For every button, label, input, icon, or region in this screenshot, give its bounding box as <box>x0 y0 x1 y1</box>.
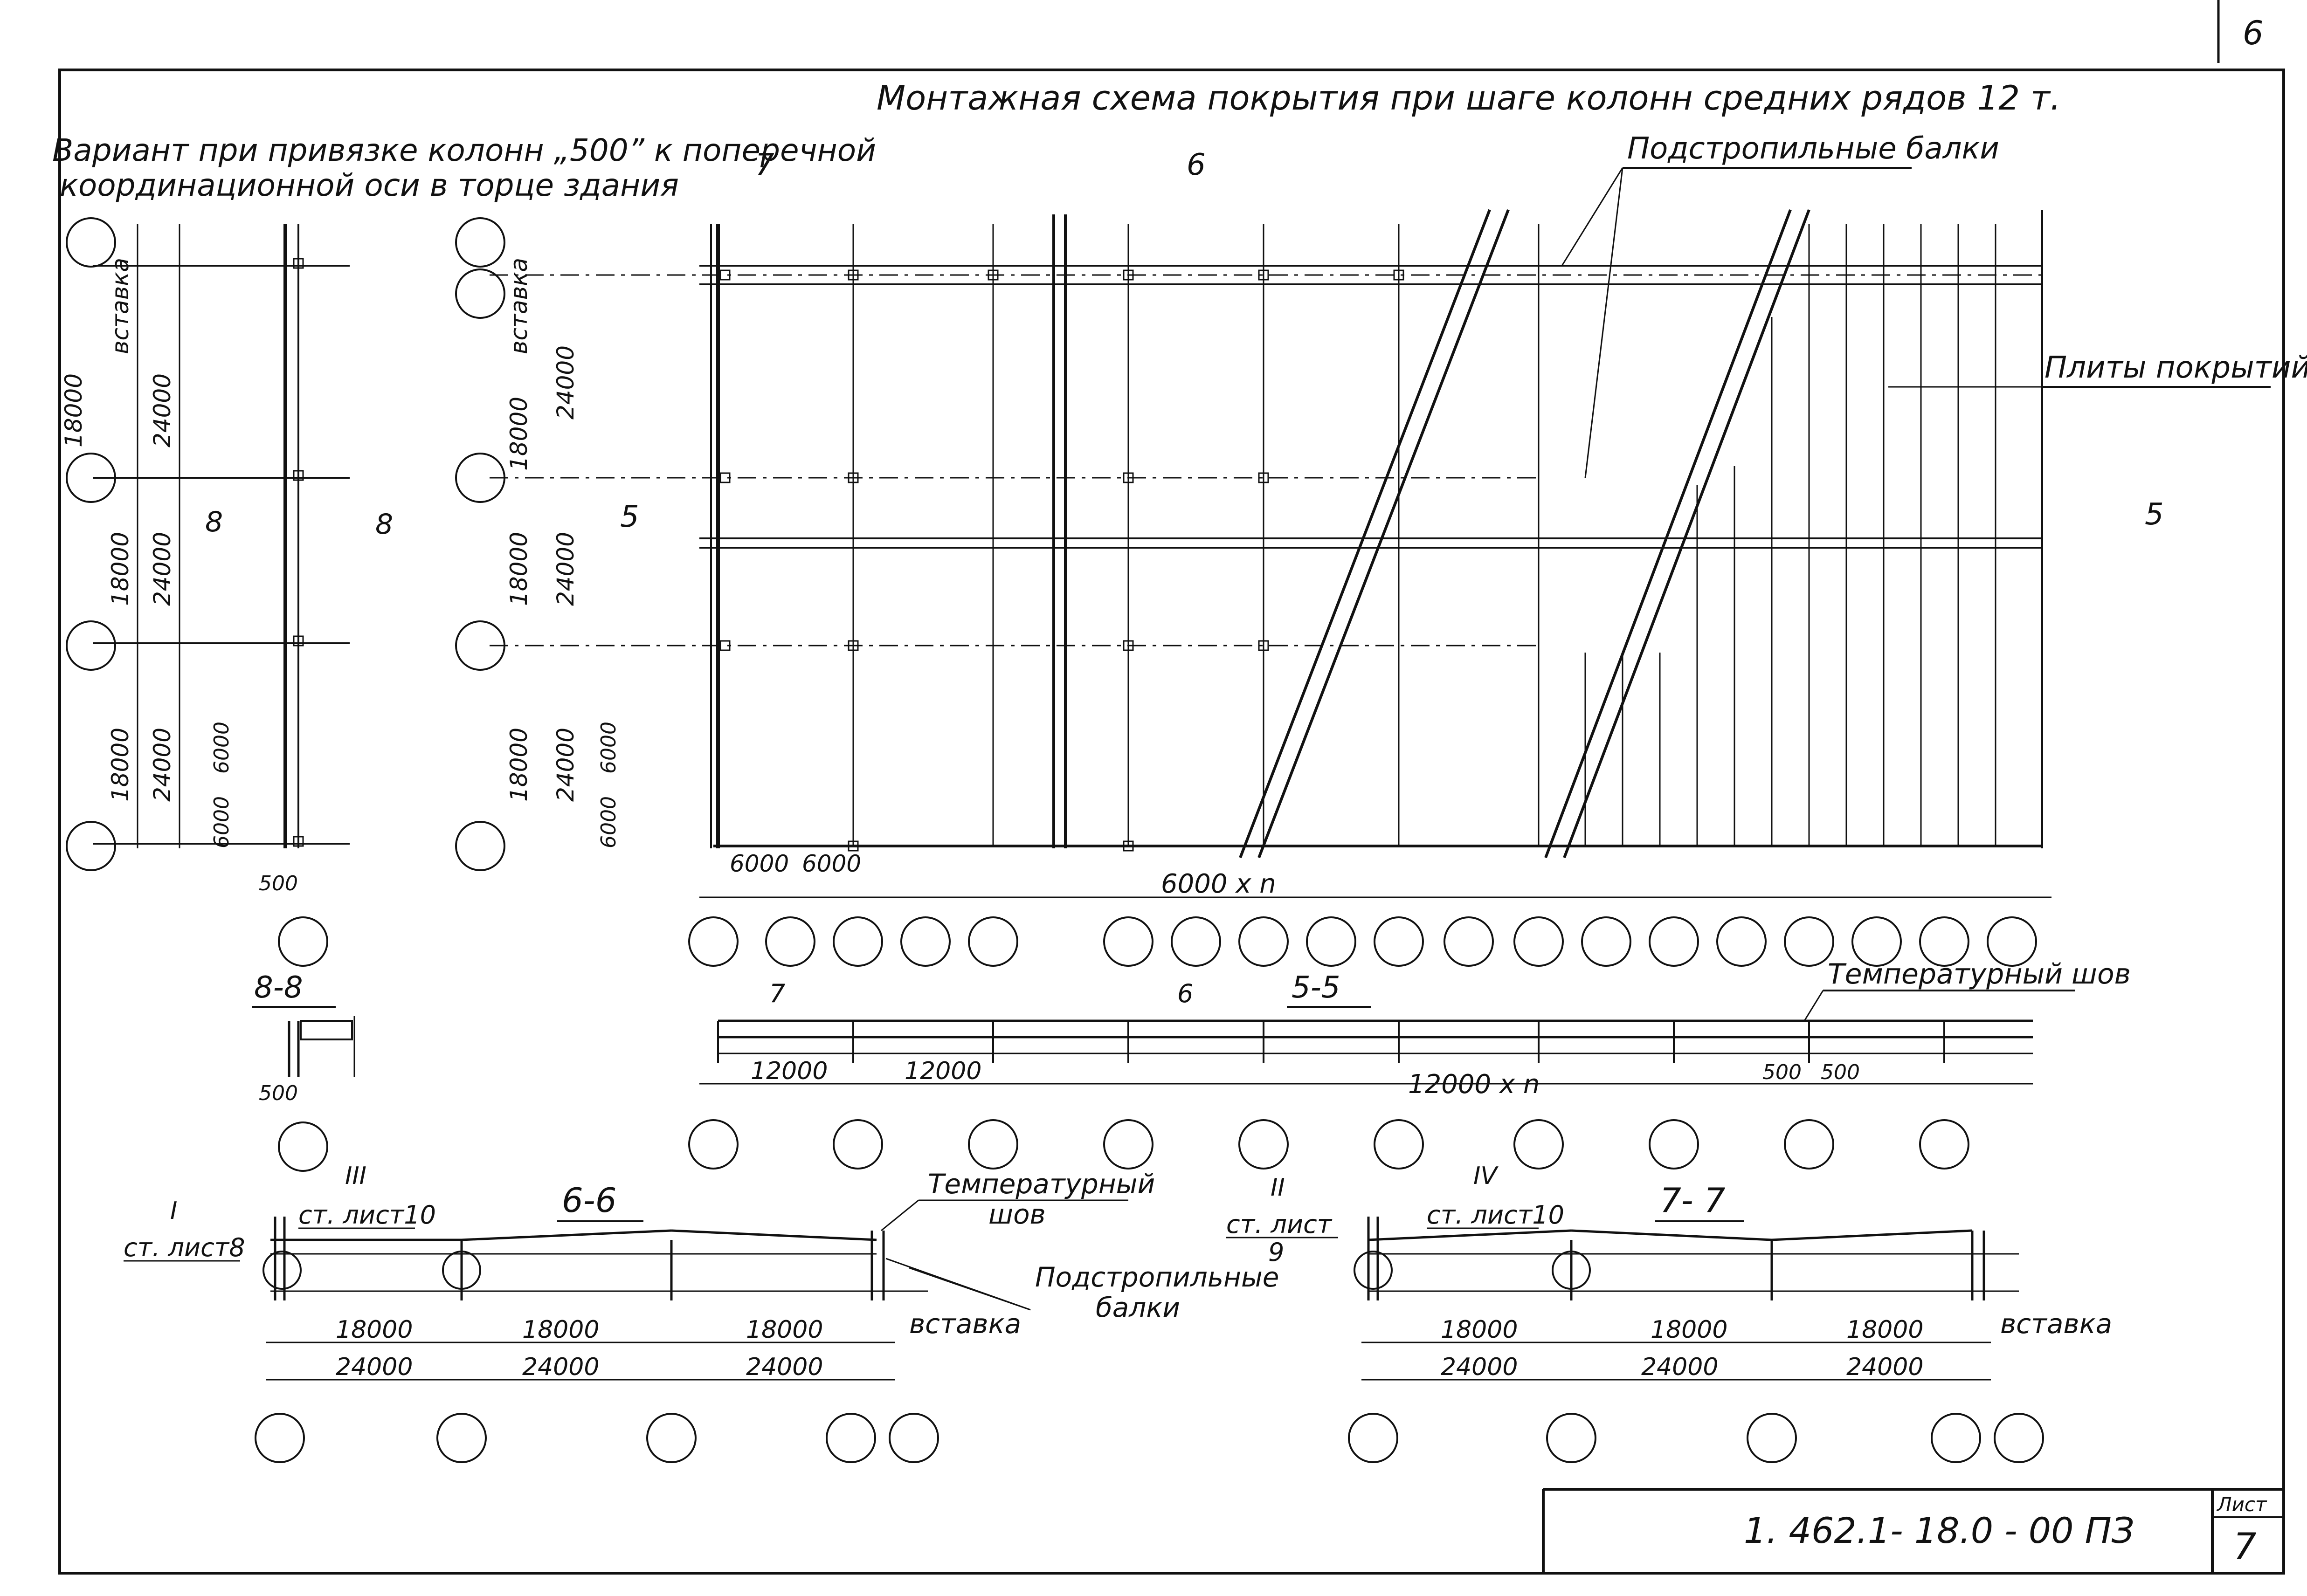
dim-24000-mid-2: 24000 <box>552 532 579 606</box>
axis-bubbles-left <box>66 217 328 967</box>
beams-label: Подстропильные балки <box>1627 131 1999 166</box>
dim-18000-77-b: 18000 <box>1651 1316 1727 1344</box>
dim-18000-66-b: 18000 <box>522 1316 599 1344</box>
sheet-mark-I: I <box>170 1197 177 1225</box>
beams-leader-1 <box>1561 167 1623 266</box>
section-mark-8-right: 8 <box>375 508 393 541</box>
dim-24000-left-3: 24000 <box>149 728 176 802</box>
sheet-mark-III: III <box>345 1162 366 1190</box>
expansion-joint-6-6: Температурный <box>928 1168 1155 1200</box>
dim-500-left: 500 <box>259 872 298 895</box>
drawing-title: Монтажная схема покрытия при шаге колонн… <box>877 78 2061 117</box>
section-6-6-title: 6-6 <box>562 1181 617 1220</box>
expansion-joint-label: Температурный шов <box>1828 958 2131 991</box>
section-mark-5-left: 5 <box>620 500 639 534</box>
axis-bubble-88 <box>278 1121 328 1172</box>
section-mark-7-mid: 7 <box>769 979 785 1008</box>
dim-vstavka-mid: вставка <box>505 258 532 354</box>
st-list8: ст. лист8 <box>124 1233 245 1262</box>
dim-24000-left-1: 24000 <box>149 373 176 447</box>
sheet-label: Лист <box>2216 1493 2267 1516</box>
dim-18000-77-a: 18000 <box>1441 1316 1518 1344</box>
dim-18000-left-1: 18000 <box>60 373 87 447</box>
dim-6000-mid-a: 6000 <box>597 796 621 848</box>
section-5-5-profile <box>717 1019 2033 1063</box>
axis-bubbles-66 <box>255 1413 939 1463</box>
dim-18000-66-a: 18000 <box>336 1316 413 1344</box>
variant-note-line2: координационной оси в торце здания <box>60 167 679 203</box>
variant-plan-left <box>93 224 350 848</box>
beams-6-6: Подстропильные <box>1035 1261 1279 1293</box>
dim-500-55-a: 500 <box>1762 1060 1802 1084</box>
main-plan <box>490 209 2043 859</box>
drawing-code: 1. 462.1- 18.0 - 00 ПЗ <box>1744 1510 2134 1551</box>
dim-24000-77-b: 24000 <box>1641 1353 1718 1381</box>
sheet-frame <box>58 69 2285 1575</box>
title-block <box>1542 1488 2284 1573</box>
section-6-6-profile <box>262 1217 928 1300</box>
dim-18000-77-c: 18000 <box>1846 1316 1923 1344</box>
dim-6000-left-a: 6000 <box>210 796 234 848</box>
dim-12000-a: 12000 <box>751 1057 828 1085</box>
axis-bubbles-77 <box>1348 1413 2044 1463</box>
section-7-7-title: 7- 7 <box>1660 1181 1726 1220</box>
axis-bubbles-55 <box>688 1119 1969 1169</box>
dim-24000-mid-1: 24000 <box>552 345 579 420</box>
vstavka-6-6: вставка <box>909 1308 1021 1340</box>
section-7-7-profile <box>1354 1217 2019 1300</box>
section-8-8-detail <box>288 1016 355 1077</box>
expansion-joint-leader <box>1803 990 1824 1021</box>
dim-24000-66-a: 24000 <box>336 1353 413 1381</box>
dim-24000-66-c: 24000 <box>746 1353 823 1381</box>
dim-18000-left-3: 18000 <box>107 728 134 802</box>
st-list9: ст. лист <box>1226 1210 1333 1239</box>
dim-24000-66-b: 24000 <box>522 1353 599 1381</box>
dim-24000-mid-3: 24000 <box>552 728 579 802</box>
section-mark-6-top: 6 <box>1187 148 1206 182</box>
dim-500-88: 500 <box>259 1081 298 1105</box>
dim-24000-77-a: 24000 <box>1441 1353 1518 1381</box>
dim-12000n: 12000 x n <box>1408 1069 1540 1100</box>
dim-18000-mid-1: 18000 <box>505 397 532 471</box>
dim-6000-left-b: 6000 <box>210 722 234 774</box>
section-mark-5-right: 5 <box>2145 497 2164 532</box>
section-mark-6-mid: 6 <box>1177 979 1193 1008</box>
sheet-mark-IV: IV <box>1473 1162 1499 1190</box>
section-8-8-title: 8-8 <box>254 970 303 1005</box>
dim-18000-66-c: 18000 <box>746 1316 823 1344</box>
dim-18000-left-2: 18000 <box>107 532 134 606</box>
section-mark-8-left: 8 <box>205 506 223 538</box>
beams-leader-2 <box>1584 167 1623 478</box>
dim-6000-b: 6000 <box>802 850 861 877</box>
dim-12000-b: 12000 <box>905 1057 981 1085</box>
st-list9b: 9 <box>1268 1238 1284 1267</box>
dim-24000-left-2: 24000 <box>149 532 176 606</box>
vstavka-7-7: вставка <box>2000 1308 2112 1340</box>
st-list10-b: ст. лист10 <box>1427 1200 1564 1230</box>
sheet-number: 7 <box>2233 1526 2257 1568</box>
dim-6000-a: 6000 <box>730 850 789 877</box>
beams-6-6-line2: балки <box>1096 1292 1180 1323</box>
expansion-joint-6-6-line2: шов <box>988 1198 1046 1230</box>
variant-note-line1: Вариант при привязке колонн „500” к попе… <box>52 132 876 168</box>
dim-6000-mid-b: 6000 <box>597 722 621 774</box>
dim-6000n: 6000 x n <box>1161 869 1276 899</box>
sheet-mark-II: II <box>1271 1174 1285 1202</box>
section-5-5-title: 5-5 <box>1292 970 1340 1005</box>
dim-vstavka-left: вставка <box>107 258 134 354</box>
st-list10-a: ст. лист10 <box>298 1200 436 1230</box>
corner-number: 6 <box>2243 14 2264 52</box>
slabs-label: Плиты покрытий <box>2045 351 2307 385</box>
axis-bubbles-mid <box>455 217 505 871</box>
dim-18000-mid-2: 18000 <box>505 532 532 606</box>
dim-24000-77-c: 24000 <box>1846 1353 1923 1381</box>
dim-18000-mid-3: 18000 <box>505 728 532 802</box>
dim-500-55-b: 500 <box>1821 1060 1860 1084</box>
section-mark-7-top: 7 <box>755 148 774 182</box>
axis-bubbles-plan <box>688 916 2037 967</box>
